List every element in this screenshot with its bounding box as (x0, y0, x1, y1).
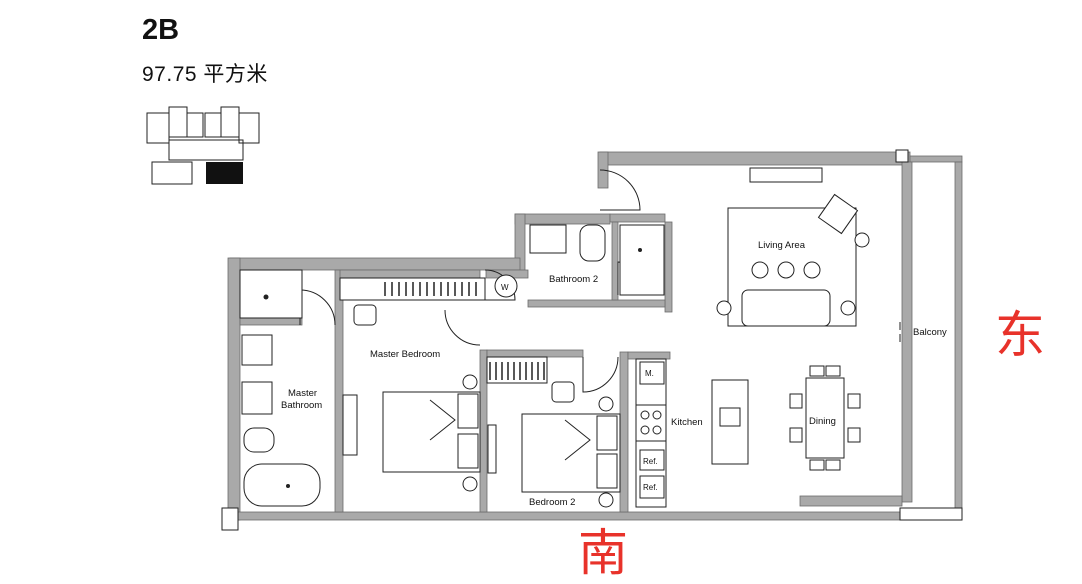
room-label-kitchen: Kitchen (671, 417, 703, 428)
master-bedroom-furniture (353, 304, 497, 492)
unit-area: 97.75 平方米 (142, 63, 268, 86)
room-label-dining: Dining (809, 416, 836, 427)
unit-title: 2B (142, 14, 180, 46)
room-label-bathroom-2: Bathroom 2 (549, 274, 598, 285)
room-label-master-bathroom-line1: Master (288, 388, 317, 399)
room-label-master-bathroom-line2: Bathroom (281, 400, 322, 411)
room-label-master-bedroom: Master Bedroom (370, 349, 440, 360)
bathroom-2-fixtures (494, 224, 665, 298)
microwave-label: M. (645, 369, 654, 378)
closets (339, 277, 548, 384)
master-bathroom-fixtures (239, 269, 358, 507)
fridge-label-1: Ref. (643, 457, 658, 466)
compass-east-label: 东 (995, 306, 1045, 364)
kitchen-fixtures (635, 358, 749, 508)
bedroom-2-furniture (521, 381, 621, 508)
key-plan-unit-highlight (206, 162, 243, 184)
fridge-label-2: Ref. (643, 483, 658, 492)
room-label-bedroom-2: Bedroom 2 (529, 497, 575, 508)
key-plan (146, 106, 260, 185)
washer-label: W (501, 283, 509, 292)
compass-south-label: 南 (578, 524, 628, 582)
room-label-balcony: Balcony (913, 327, 947, 338)
living-dining-furniture (716, 149, 909, 471)
room-label-living-area: Living Area (758, 240, 806, 251)
